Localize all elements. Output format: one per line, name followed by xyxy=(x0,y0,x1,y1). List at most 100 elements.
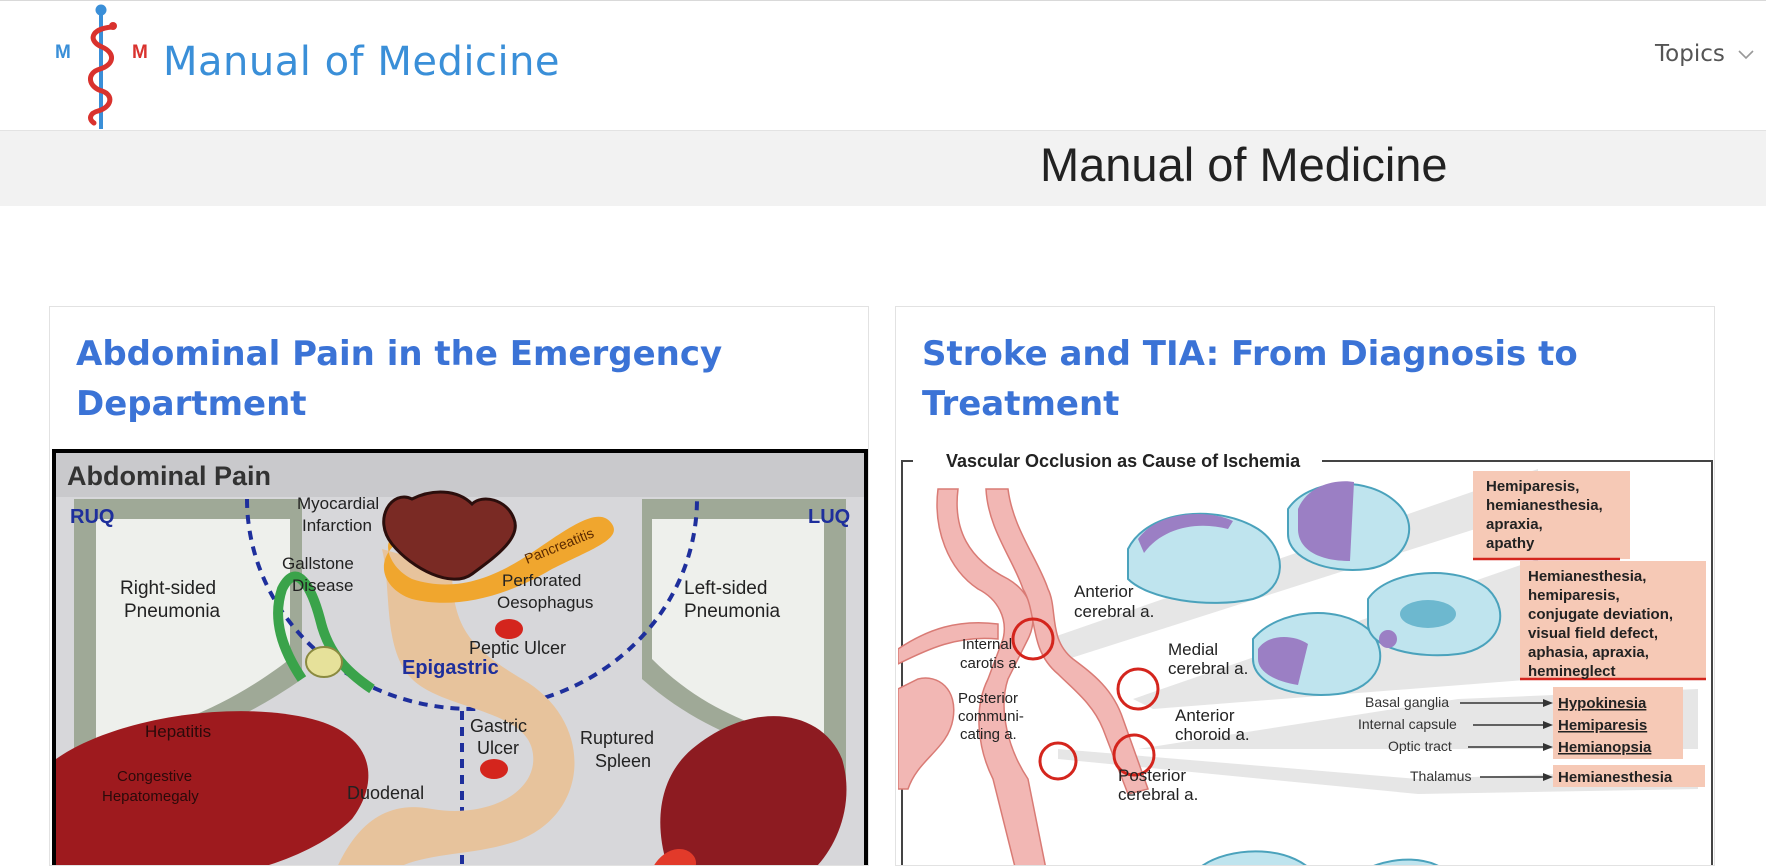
label-ruptured-spleen-2: Spleen xyxy=(595,751,651,771)
label-gallstone-1: Gallstone xyxy=(282,554,354,573)
logo-letter-left: M xyxy=(55,42,71,63)
arrow-thalamus-head xyxy=(1543,773,1553,781)
spleen-shape xyxy=(660,716,847,865)
symptom-box-2-line-5: aphasia, apraxia, xyxy=(1528,644,1649,661)
occlusion-marker-achor xyxy=(1112,733,1156,777)
image-heading: Vascular Occlusion as Cause of Ischemia xyxy=(946,451,1301,471)
label-perforated-1: Perforated xyxy=(502,571,581,590)
label-right-pneumonia-1: Right-sided xyxy=(120,578,216,599)
carotis-vessel-right xyxy=(985,488,1149,795)
symptom-box-2 xyxy=(1520,561,1706,679)
arrow-optic-head xyxy=(1543,743,1553,751)
label-pca-1: Posterior xyxy=(1118,766,1186,785)
label-mi-2: Infarction xyxy=(302,516,372,535)
symptom-box-2-line-2: hemiparesis, xyxy=(1528,587,1620,604)
label-left-pneumonia-2: Pneumonia xyxy=(684,601,781,622)
label-hepatitis: Hepatitis xyxy=(145,722,211,741)
symptom-box-4 xyxy=(1553,765,1705,787)
symptom-box-1-line-2: hemianesthesia, xyxy=(1486,497,1603,514)
card-title[interactable]: Stroke and TIA: From Diagnosis to Treatm… xyxy=(922,334,1578,424)
logo-snake xyxy=(88,24,115,126)
gallstone xyxy=(305,646,343,678)
label-ruptured-spleen-1: Ruptured xyxy=(580,728,654,748)
label-achor-1: Anterior xyxy=(1175,706,1235,725)
symptom-hypokinesia: Hypokinesia xyxy=(1558,695,1647,712)
brain-medial-1-territory xyxy=(1298,481,1354,561)
image-heading: Abdominal Pain xyxy=(67,461,271,491)
brain-medial-2-territory xyxy=(1379,630,1397,648)
occlusion-marker-aca xyxy=(1011,617,1055,661)
peptic-ulcer-marker xyxy=(495,619,523,639)
chevron-down-icon xyxy=(1738,50,1754,60)
label-pca-2: cerebral a. xyxy=(1118,785,1198,804)
label-pcom-1: Posterior xyxy=(958,690,1018,707)
label-pcom-2: communi- xyxy=(958,708,1024,725)
label-luq: LUQ xyxy=(808,506,850,528)
symptom-hemianesthesia: Hemianesthesia xyxy=(1558,769,1673,786)
right-lung-highlight xyxy=(96,519,290,749)
label-ruq: RUQ xyxy=(70,506,114,528)
internal-carotis-segment xyxy=(898,677,955,790)
caduceus-logo[interactable]: M M xyxy=(52,1,162,131)
label-optic-tract: Optic tract xyxy=(1388,738,1452,754)
brain-lateral-1-territory xyxy=(1138,514,1233,553)
gastric-ulcer-marker xyxy=(480,759,508,779)
card-title[interactable]: Abdominal Pain in the Emergency Departme… xyxy=(76,334,723,424)
abdominal-pain-illustration[interactable]: Abdominal Pain RUQ LUQ Myocardial Infarc… xyxy=(52,449,868,866)
carotis-vessel-left xyxy=(936,488,1046,865)
label-aca-2: cerebral a. xyxy=(1074,602,1154,621)
epigastric-boundary xyxy=(245,498,699,711)
label-mi-1: Myocardial xyxy=(297,494,379,513)
symptom-box-2-line-6: hemineglect xyxy=(1528,663,1616,680)
symptom-box-1-line-3: apraxia, xyxy=(1486,516,1543,533)
arrow-basal-head xyxy=(1543,699,1553,707)
label-right-pneumonia-2: Pneumonia xyxy=(124,601,221,622)
label-basal-ganglia: Basal ganglia xyxy=(1365,694,1449,710)
label-peptic-ulcer: Peptic Ulcer xyxy=(469,638,566,658)
pancreas-shape xyxy=(383,516,614,603)
symptom-box-2-line-3: conjugate deviation, xyxy=(1528,606,1673,623)
label-congestive-1: Congestive xyxy=(117,768,192,785)
brain-lateral-2-territory xyxy=(1258,637,1308,685)
label-congestive-2: Hepatomegaly xyxy=(102,788,199,805)
article-card-abdominal-pain[interactable]: Abdominal Pain in the Emergency Departme… xyxy=(49,306,869,866)
symptom-hemianopsia: Hemianopsia xyxy=(1558,739,1652,756)
symptom-box-1-line-4: apathy xyxy=(1486,535,1535,552)
brand-name[interactable]: Manual of Medicine xyxy=(163,39,561,85)
topics-menu-label: Topics xyxy=(1655,41,1725,67)
vascular-occlusion-illustration[interactable]: Vascular Occlusion as Cause of Ischemia … xyxy=(898,449,1714,866)
label-gastric-2: Ulcer xyxy=(477,738,519,758)
symptom-box-1 xyxy=(1473,471,1630,559)
label-aca-1: Anterior xyxy=(1074,582,1134,601)
label-mca-2: cerebral a. xyxy=(1168,659,1248,678)
symptom-box-2-line-1: Hemianesthesia, xyxy=(1528,568,1646,585)
logo-staff-knob xyxy=(95,4,107,16)
label-epigastric: Epigastric xyxy=(402,657,499,679)
stomach-shape xyxy=(338,549,575,865)
label-ica-2: carotis a. xyxy=(960,655,1021,672)
logo-snake-head xyxy=(109,22,117,30)
title-band xyxy=(0,130,1766,206)
occlusion-marker-mca xyxy=(1116,667,1160,711)
topics-menu[interactable]: Topics xyxy=(1655,41,1755,67)
occlusion-marker-pcom xyxy=(1038,741,1078,781)
page-title: Manual of Medicine xyxy=(1040,138,1448,191)
symptom-hemiparesis: Hemiparesis xyxy=(1558,717,1647,734)
logo-letter-right: M xyxy=(132,42,148,63)
image-heading-bar xyxy=(56,453,864,497)
label-achor-2: choroid a. xyxy=(1175,725,1250,744)
projection-beam-4 xyxy=(1058,749,1698,794)
label-left-pneumonia-1: Left-sided xyxy=(684,578,767,599)
label-gallstone-2: Disease xyxy=(292,576,353,595)
label-internal-capsule: Internal capsule xyxy=(1358,716,1457,732)
brain-lateral-1 xyxy=(1127,512,1281,604)
label-pcom-3: cating a. xyxy=(960,726,1017,743)
article-card-stroke-tia[interactable]: Stroke and TIA: From Diagnosis to Treatm… xyxy=(895,306,1715,866)
brain-ventricle xyxy=(1400,600,1456,628)
arrow-capsule-head xyxy=(1543,721,1553,729)
symptom-box-1-line-1: Hemiparesis, xyxy=(1486,478,1579,495)
projection-beam-1 xyxy=(1048,469,1538,659)
label-duodenal: Duodenal xyxy=(347,783,424,803)
site-header: M M Manual of Medicine Topics xyxy=(0,0,1766,130)
label-mca-1: Medial xyxy=(1168,640,1218,659)
